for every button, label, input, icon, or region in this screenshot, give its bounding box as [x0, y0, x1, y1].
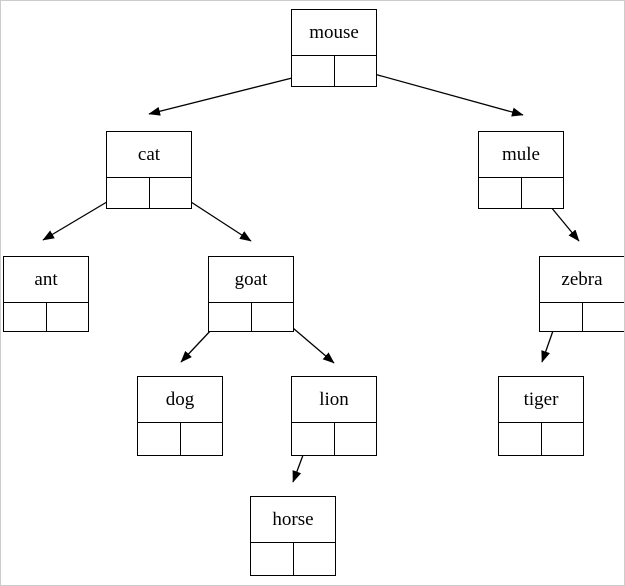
tree-node-label: cat	[107, 132, 191, 178]
tree-node-label: goat	[209, 257, 293, 303]
tree-node-label: ant	[4, 257, 88, 303]
tree-node-cat[interactable]: cat	[106, 131, 192, 209]
right-pointer-cell	[522, 178, 564, 208]
left-pointer-cell	[209, 303, 252, 331]
tree-node-pointer-cells	[209, 303, 293, 331]
left-pointer-cell	[540, 303, 583, 331]
tree-node-pointer-cells	[292, 423, 376, 455]
tree-node-dog[interactable]: dog	[137, 376, 223, 456]
tree-node-label: lion	[292, 377, 376, 423]
left-pointer-cell	[4, 303, 47, 331]
tree-node-mule[interactable]: mule	[478, 131, 564, 209]
tree-node-pointer-cells	[479, 178, 563, 208]
left-pointer-cell	[107, 178, 150, 208]
left-pointer-cell	[251, 543, 294, 575]
tree-node-pointer-cells	[499, 423, 583, 455]
tree-node-ant[interactable]: ant	[3, 256, 89, 332]
right-pointer-cell	[294, 543, 336, 575]
right-pointer-cell	[150, 178, 192, 208]
tree-node-pointer-cells	[107, 178, 191, 208]
left-pointer-cell	[292, 56, 335, 86]
right-pointer-cell	[252, 303, 294, 331]
left-pointer-cell	[499, 423, 542, 455]
tree-node-label: zebra	[540, 257, 624, 303]
tree-node-mouse[interactable]: mouse	[291, 9, 377, 87]
tree-node-tiger[interactable]: tiger	[498, 376, 584, 456]
left-pointer-cell	[479, 178, 522, 208]
tree-node-pointer-cells	[138, 423, 222, 455]
right-pointer-cell	[181, 423, 223, 455]
tree-edge-mouse-left-cat	[148, 72, 313, 116]
tree-node-label: mouse	[292, 10, 376, 56]
tree-node-label: mule	[479, 132, 563, 178]
tree-node-label: horse	[251, 497, 335, 543]
tree-node-label: tiger	[499, 377, 583, 423]
tree-node-lion[interactable]: lion	[291, 376, 377, 456]
right-pointer-cell	[335, 56, 377, 86]
tree-node-label: dog	[138, 377, 222, 423]
tree-edge-mouse-right-mule	[355, 68, 524, 117]
right-pointer-cell	[583, 303, 625, 331]
left-pointer-cell	[138, 423, 181, 455]
right-pointer-cell	[335, 423, 377, 455]
tree-node-goat[interactable]: goat	[208, 256, 294, 332]
tree-node-pointer-cells	[540, 303, 624, 331]
tree-node-pointer-cells	[4, 303, 88, 331]
left-pointer-cell	[292, 423, 335, 455]
tree-node-horse[interactable]: horse	[250, 496, 336, 576]
tree-node-pointer-cells	[251, 543, 335, 575]
right-pointer-cell	[47, 303, 89, 331]
tree-node-zebra[interactable]: zebra	[539, 256, 624, 332]
right-pointer-cell	[542, 423, 584, 455]
tree-node-pointer-cells	[292, 56, 376, 86]
